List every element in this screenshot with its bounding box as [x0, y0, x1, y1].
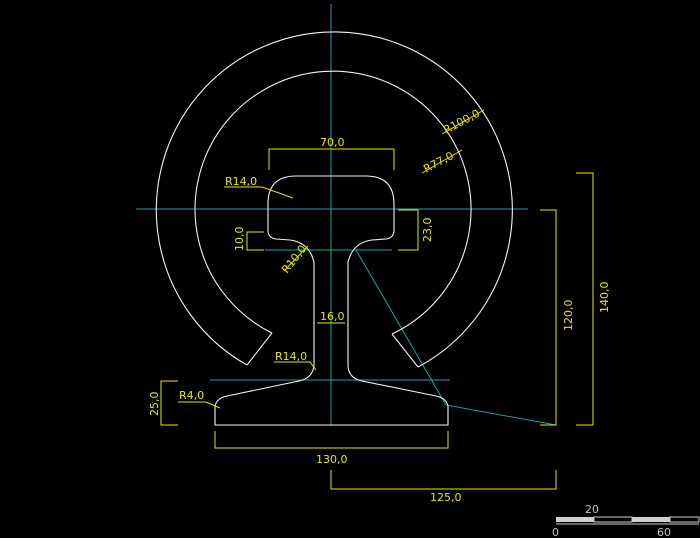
dimensions: 70,0 R100,0 R77,0 R14,0 23,0 10,0 R10,0 … — [148, 107, 611, 504]
dim-head-width-label: 70,0 — [320, 136, 345, 149]
scale-label-end: 60 — [657, 526, 671, 538]
centerlines — [136, 4, 557, 426]
dim-base-width-line — [214, 431, 449, 449]
scale-bar-segment-3 — [632, 517, 670, 522]
dim-height-140-line — [576, 172, 594, 426]
dim-head-depth-label: 23,0 — [421, 218, 434, 243]
dim-neck-offset-line — [246, 231, 264, 251]
rail-profile — [214, 175, 449, 426]
dim-web-width-label: 16,0 — [320, 310, 345, 323]
dim-base-corner-label: R4,0 — [179, 389, 204, 402]
dim-neck-offset-label: 10,0 — [233, 227, 246, 252]
dim-height-120-line — [540, 209, 557, 426]
dim-inner-radius-label: R77,0 — [421, 149, 455, 176]
dim-offset-width-label: 125,0 — [430, 491, 462, 504]
dim-inner-radius-leader — [421, 149, 463, 174]
inner-ring-arc — [194, 70, 472, 335]
scale-bar-segment-1 — [556, 517, 594, 522]
ring-arcs — [155, 31, 513, 368]
diagonal-construction-line-2 — [445, 404, 557, 426]
scale-label-start: 0 — [552, 526, 559, 538]
dim-neck-radius-label: R10,0 — [279, 243, 309, 276]
dim-head-depth-line — [398, 209, 419, 251]
scale-bar: 20 0 60 — [552, 503, 700, 538]
dim-head-width-line — [268, 148, 395, 170]
scale-label-mid: 20 — [585, 503, 599, 516]
dim-head-corner-leader — [224, 186, 294, 199]
dim-base-height-label: 25,0 — [148, 392, 161, 417]
dim-height-120-label: 120,0 — [562, 300, 575, 332]
dim-base-corner-leader — [178, 401, 221, 409]
dim-offset-width-line — [330, 470, 557, 490]
dim-height-140-label: 140,0 — [598, 282, 611, 314]
dim-base-height-line — [160, 380, 178, 426]
ring-end-cap-right — [391, 333, 419, 368]
dim-neck-radius-leader — [283, 245, 309, 272]
dim-outer-radius-label: R100,0 — [441, 107, 482, 137]
scale-bar-segment-4 — [669, 516, 700, 523]
dim-base-width-label: 130,0 — [316, 453, 348, 466]
dim-web-radius-label: R14,0 — [275, 350, 307, 363]
dim-head-corner-label: R14,0 — [225, 175, 257, 188]
scale-bar-segment-2 — [593, 516, 633, 523]
outer-ring-arc — [155, 31, 513, 368]
ring-end-cap-left — [246, 332, 273, 366]
dim-outer-radius-leader — [441, 109, 485, 135]
diagonal-construction-line-1 — [355, 249, 447, 406]
dim-web-radius-leader — [274, 361, 317, 371]
